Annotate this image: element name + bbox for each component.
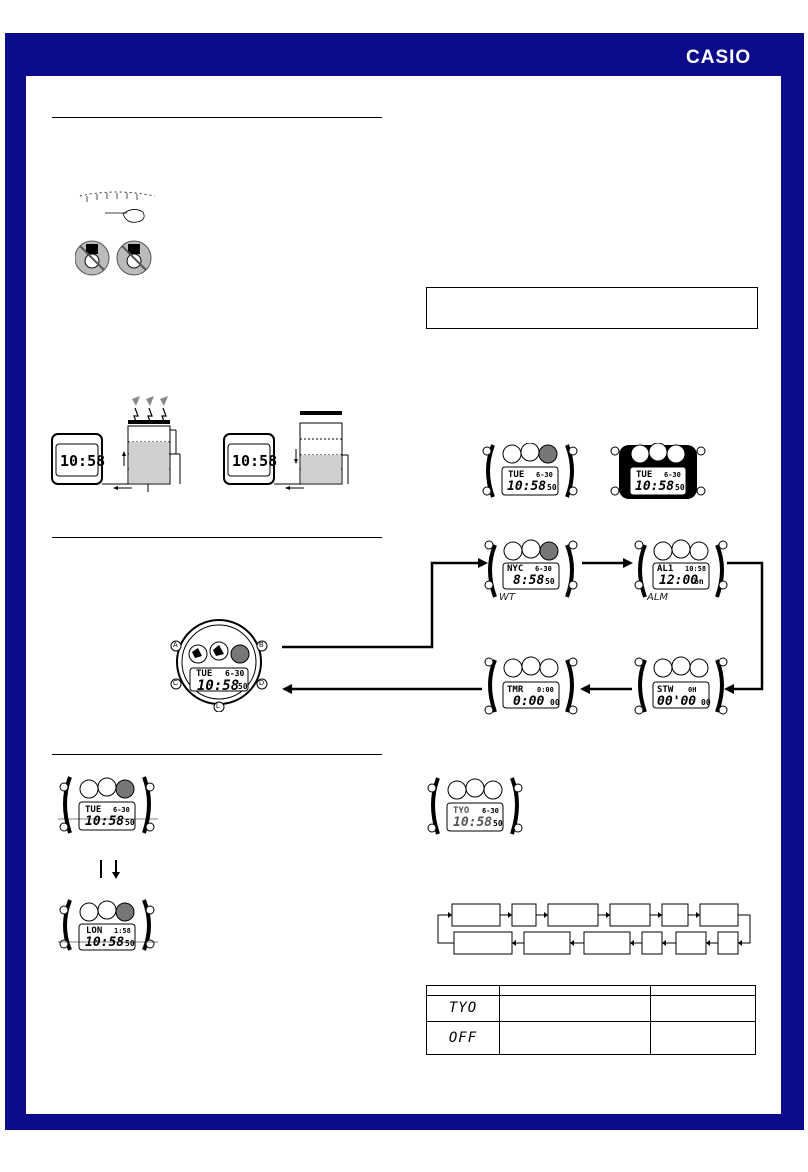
watch-normal-sec: 50	[547, 483, 557, 492]
charge-left-display: 10:58	[60, 452, 106, 470]
watch-main-day: TUE	[196, 669, 213, 679]
table-header-cell-2	[499, 984, 651, 997]
watch-dual-bottom-city: LON	[86, 926, 103, 936]
watch-main	[170, 619, 268, 712]
watch-home-city-date: 6-30	[482, 807, 499, 815]
section-rule-mid-left	[52, 537, 382, 538]
watch-dual-top-date: 6-30	[113, 806, 130, 814]
button-c-label: C	[173, 680, 179, 687]
watch-normal-day: TUE	[508, 470, 525, 480]
button-l-label: L	[216, 703, 220, 710]
watch-lit-time: 10:58	[635, 479, 675, 494]
watch-dual-bottom	[58, 899, 158, 951]
watch-dual-top-day: TUE	[85, 805, 102, 815]
watch-alm-time-top: 10:58	[685, 565, 707, 573]
watch-alm	[634, 539, 728, 598]
watch-alm-suffix: on	[694, 577, 704, 586]
table-header-cell-1	[426, 984, 500, 997]
table-row2-cell-3	[650, 1020, 756, 1055]
watch-tmr-top-right: 0:00	[537, 686, 554, 694]
watch-lit-sec: 50	[675, 483, 685, 492]
sunlight-illustration	[75, 191, 156, 276]
watch-stw-time: 00'00	[657, 694, 697, 709]
watch-stw-top-right: 0H	[688, 686, 697, 694]
table-row2-cell-2	[499, 1020, 651, 1055]
watch-dual-top	[58, 776, 158, 834]
watch-wt-label: WT	[499, 592, 515, 603]
table-row1-cell-2	[499, 995, 651, 1022]
watch-home-city-sec: 50	[493, 819, 503, 828]
swap-arrows	[100, 860, 120, 879]
button-d-label: D	[259, 680, 265, 687]
charge-diagram-right	[223, 411, 349, 490]
watch-alm-id: AL1	[657, 564, 674, 574]
watch-home-city-time: 10:58	[453, 815, 493, 830]
table-header-cell-3	[650, 984, 756, 997]
watch-tmr	[484, 656, 578, 715]
watch-dual-bottom-date: 1:58	[114, 927, 131, 935]
section-rule-bottom-left	[52, 754, 382, 755]
watch-tmr-top: TMR	[507, 685, 524, 695]
watch-normal-time: 10:58	[507, 479, 547, 494]
watch-wt-date: 6-30	[535, 565, 552, 573]
watch-tmr-sec: 00	[550, 698, 560, 707]
city-cycle-flow	[437, 903, 751, 955]
watch-normal	[482, 443, 578, 498]
watch-stw-top: STW	[657, 685, 674, 695]
note-box	[426, 287, 758, 329]
watch-wt-sec: 50	[545, 577, 555, 586]
watch-stw	[634, 656, 728, 715]
watch-main-time: 10:58	[197, 678, 240, 694]
section-rule-top-left	[52, 117, 382, 118]
table-row2-code: OFF	[426, 1020, 500, 1055]
watch-normal-date: 6-30	[536, 471, 553, 479]
table-row1-cell-3	[650, 995, 756, 1022]
button-a-label: A	[173, 642, 178, 649]
watch-home-city	[427, 777, 523, 835]
watch-alm-label: ALM	[647, 592, 669, 603]
watch-dual-bottom-time: 10:58	[85, 935, 125, 950]
watch-dual-top-time: 10:58	[85, 814, 125, 829]
city-code-table: TYO OFF	[426, 984, 756, 1055]
watch-lit-date: 6-30	[664, 471, 681, 479]
watch-lit-day: TUE	[636, 470, 653, 480]
charge-diagram-left	[51, 396, 181, 492]
watch-wt-city: NYC	[507, 564, 524, 574]
watch-home-city-code: TYO	[453, 806, 470, 816]
watch-stw-sec: 00	[701, 698, 711, 707]
button-b-label: B	[259, 642, 264, 649]
charge-right-display: 10:58	[232, 452, 278, 470]
watch-wt-time: 8:58	[513, 573, 545, 588]
watch-dual-bottom-sec: 50	[125, 939, 135, 948]
watch-dual-top-sec: 50	[125, 818, 135, 827]
watch-tmr-time: 0:00	[513, 694, 545, 709]
mode-flow-arrows	[282, 558, 764, 694]
watch-lit	[610, 443, 706, 499]
watch-main-sec: 50	[238, 682, 248, 691]
watch-alm-time: 12:00	[659, 573, 699, 588]
watch-wt	[484, 539, 578, 598]
table-row1-code: TYO	[426, 995, 500, 1022]
casio-logo: CASIO	[686, 47, 752, 68]
watch-main-date: 6-30	[225, 669, 245, 678]
